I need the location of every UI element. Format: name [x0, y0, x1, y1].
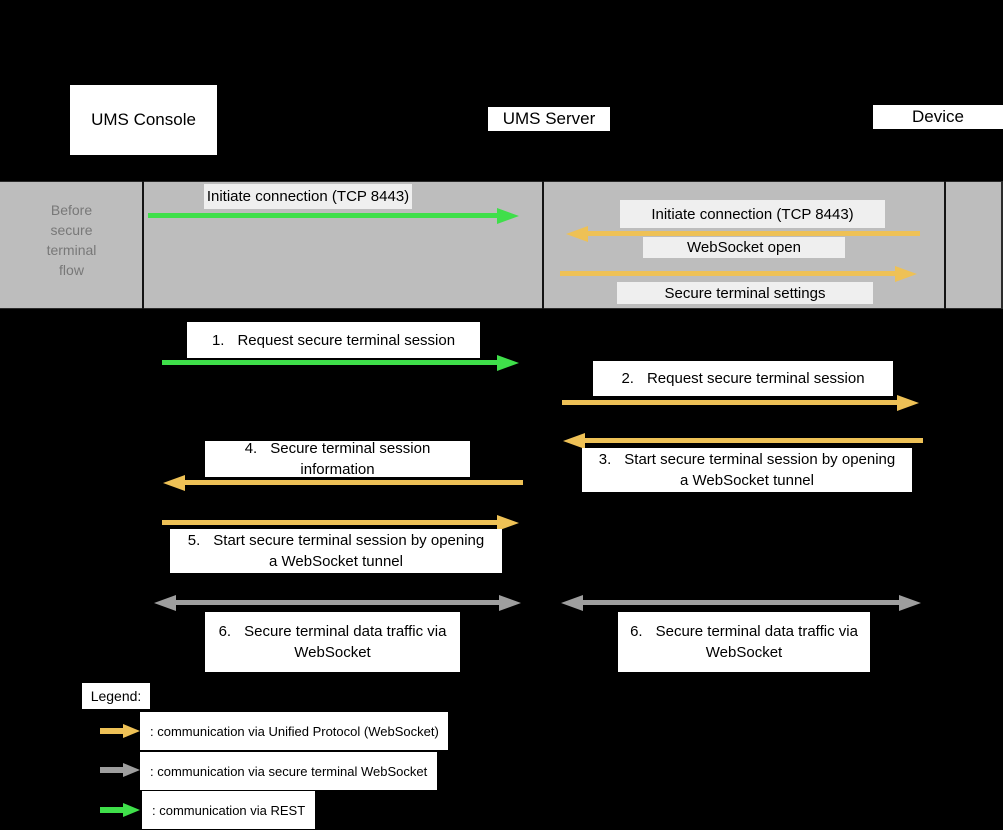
lifeline-ums-console	[142, 181, 144, 309]
band-caption: Before secure terminal flow	[46, 202, 97, 278]
legend-item-unified: : communication via Unified Protocol (We…	[140, 712, 448, 750]
actor-ums-server: UMS Server	[488, 107, 610, 131]
lifeline-ums-server	[542, 181, 544, 309]
actor-ums-console-label: UMS Console	[91, 110, 196, 129]
band-label-websocket-open: WebSocket open	[643, 237, 845, 258]
arrow-websocket-open-server-to-device	[560, 271, 896, 276]
legend-title: Legend:	[82, 683, 150, 709]
step-6-right-label: 6.Secure terminal data traffic via WebSo…	[618, 612, 870, 672]
band-label-secure-terminal-settings: Secure terminal settings	[617, 282, 873, 304]
arrow-initiate-connection-console-to-server	[148, 213, 498, 218]
step-3-label: 3.Start secure terminal session by openi…	[582, 448, 912, 492]
actor-ums-server-label: UMS Server	[502, 109, 596, 128]
arrow-step-1-console-to-server	[162, 360, 498, 365]
arrow-step-5-console-to-server	[162, 520, 498, 525]
step-4-label: 4.Secure terminal session information	[205, 440, 470, 478]
arrow-initiate-connection-device-to-server	[587, 231, 920, 236]
legend-item-secure: : communication via secure terminal WebS…	[140, 752, 437, 790]
legend-rest-arrow-icon	[100, 807, 124, 813]
step-6-left-label: 6.Secure terminal data traffic via WebSo…	[205, 612, 460, 672]
step-1-label: 1.Request secure terminal session	[187, 322, 480, 358]
band-label-initiate-connection-device: Initiate connection (TCP 8443)	[620, 200, 885, 228]
lifeline-device	[944, 181, 946, 309]
arrow-step-3-device-to-server	[584, 438, 923, 443]
actor-ums-console: UMS Console	[70, 85, 217, 155]
actor-device-label: Device	[912, 107, 964, 126]
step-5-label: 5.Start secure terminal session by openi…	[170, 529, 502, 573]
arrow-step-6-console-server	[175, 600, 500, 605]
arrow-step-2-server-to-device	[562, 400, 898, 405]
arrow-step-4-server-to-console	[184, 480, 523, 485]
band-label-initiate-connection-console: Initiate connection (TCP 8443)	[204, 184, 412, 209]
legend-unified-arrow-icon	[100, 728, 124, 734]
step-2-label: 2.Request secure terminal session	[593, 361, 893, 396]
actor-device: Device	[873, 105, 1003, 129]
legend-secure-arrow-icon	[100, 767, 124, 773]
arrow-step-6-server-device	[582, 600, 900, 605]
legend-item-rest: : communication via REST	[142, 791, 315, 829]
